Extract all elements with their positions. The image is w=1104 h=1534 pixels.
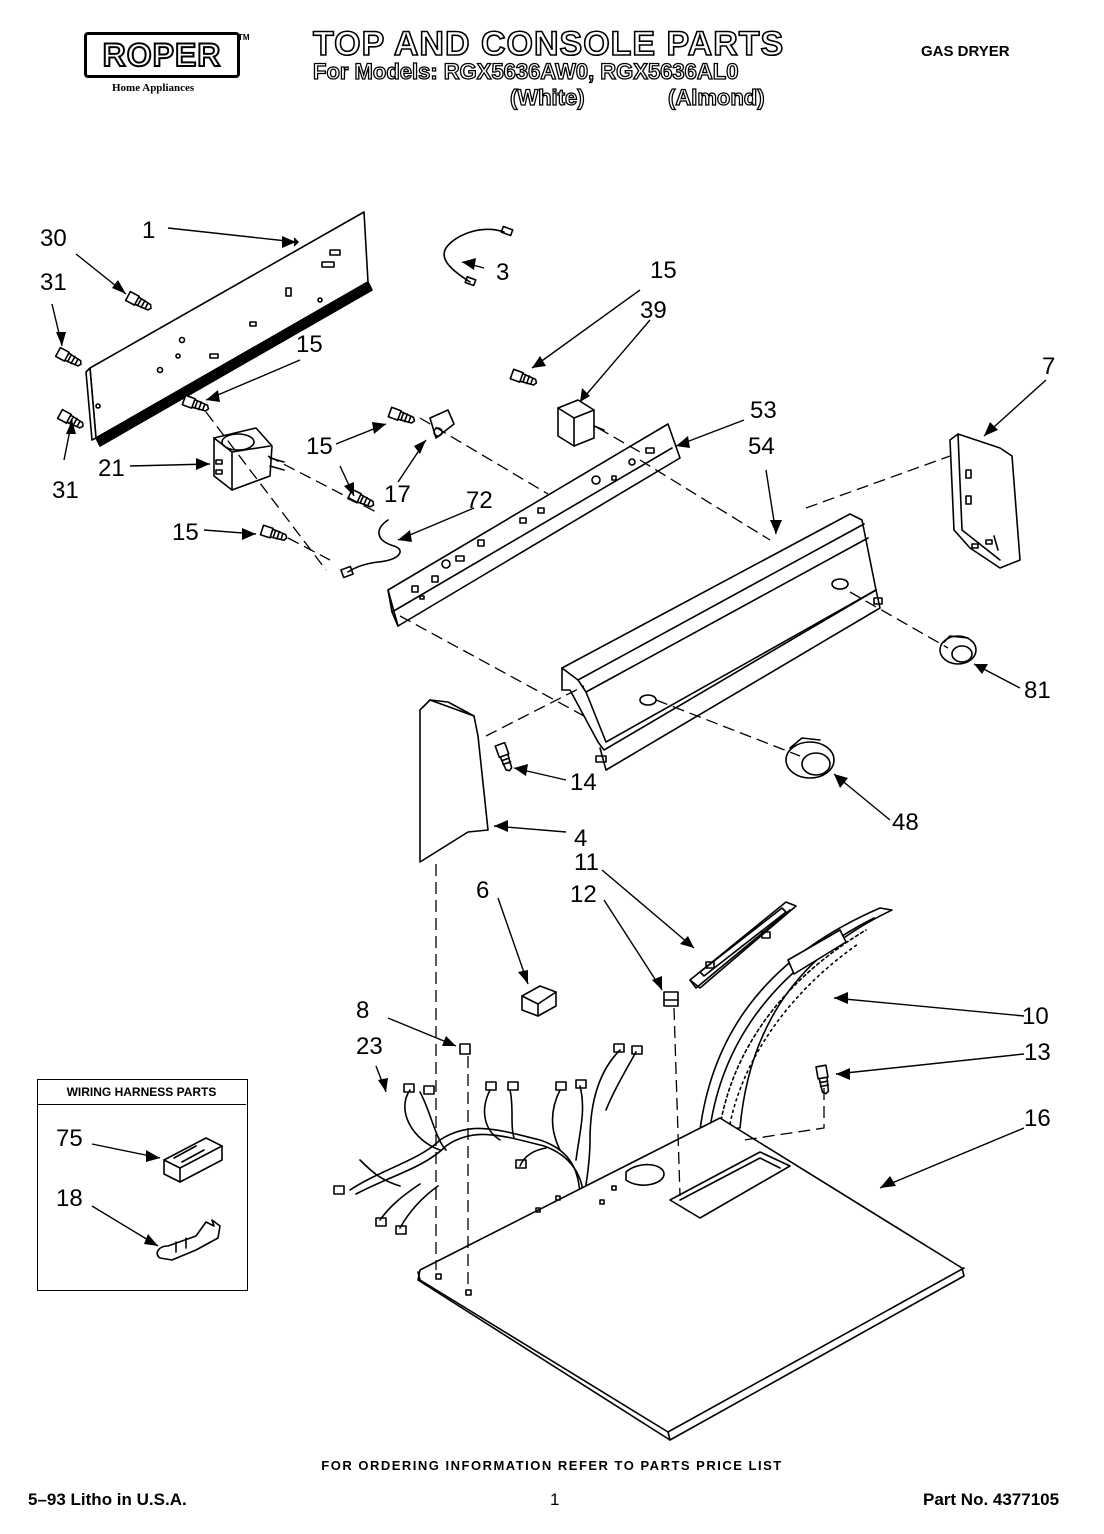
callout-53: 53 <box>750 397 777 424</box>
callout-31: 31 <box>40 269 67 296</box>
callout-54: 54 <box>748 433 775 460</box>
knob-part-48 <box>785 737 835 779</box>
callout-4: 4 <box>574 825 587 852</box>
callout-3: 3 <box>496 259 509 286</box>
callout-18: 18 <box>56 1185 83 1212</box>
roper-logo: ROPER <box>84 32 240 78</box>
part-number: Part No. 4377105 <box>923 1490 1060 1509</box>
page-number: 1 <box>550 1490 560 1509</box>
callout-21: 21 <box>98 455 125 482</box>
screws <box>54 290 830 1095</box>
wiring-harness-box <box>37 1079 248 1291</box>
control-panel-part-1 <box>85 211 373 447</box>
product-type: GAS DRYER <box>921 43 1010 60</box>
callout-15: 15 <box>650 257 677 284</box>
end-cap-part-7 <box>949 433 1021 569</box>
lint-duct-part-10 <box>699 907 893 1131</box>
litho-note: 5–93 Litho in U.S.A. <box>28 1490 187 1509</box>
knob-part-81 <box>939 635 977 665</box>
arrow-heads <box>56 236 998 1246</box>
ordering-note: FOR ORDERING INFORMATION REFER TO PARTS … <box>321 1458 783 1473</box>
callout-23: 23 <box>356 1033 383 1060</box>
logo-text: ROPER <box>102 36 222 74</box>
callout-75: 75 <box>56 1125 83 1152</box>
connector-part-75 <box>163 1137 223 1183</box>
callout-15: 15 <box>296 331 323 358</box>
switch-part-39 <box>557 399 605 447</box>
callout-13: 13 <box>1024 1039 1051 1066</box>
callout-30: 30 <box>40 225 67 252</box>
models-line: For Models: RGX5636AW0, RGX5636AL0 <box>312 59 739 84</box>
callout-12: 12 <box>570 881 597 908</box>
lint-housing-part-11 <box>689 901 797 989</box>
callout-31: 31 <box>52 477 79 504</box>
end-cap-part-4 <box>419 699 489 863</box>
wiring-harness-title: WIRING HARNESS PARTS <box>37 1079 246 1105</box>
callout-72: 72 <box>466 487 493 514</box>
door-switch-part-6 <box>521 985 557 1017</box>
bracket-part-17 <box>429 409 455 439</box>
color-white: (White) <box>509 85 585 110</box>
callout-6: 6 <box>476 877 489 904</box>
color-almond: (Almond) <box>667 85 765 110</box>
callout-39: 39 <box>640 297 667 324</box>
callout-1: 1 <box>142 217 155 244</box>
logo-trademark: TM <box>238 33 250 42</box>
console-bracket-part-53 <box>387 423 681 627</box>
callout-7: 7 <box>1042 353 1055 380</box>
callout-14: 14 <box>570 769 597 796</box>
clip-part-12 <box>663 991 679 1007</box>
callout-16: 16 <box>1024 1105 1051 1132</box>
logo-subtitle: Home Appliances <box>112 82 195 94</box>
callout-48: 48 <box>892 809 919 836</box>
terminal-part-18 <box>156 1219 221 1261</box>
page-title: TOP AND CONSOLE PARTS <box>312 25 785 63</box>
callout-15: 15 <box>306 433 333 460</box>
callout-11: 11 <box>574 849 599 876</box>
wiring-harness-part-23 <box>333 1043 643 1235</box>
harness-part-72 <box>347 519 401 573</box>
switch-part-21 <box>213 427 285 491</box>
wire-part-3 <box>443 228 505 283</box>
console-part-54 <box>561 513 883 771</box>
callout-10: 10 <box>1022 1003 1049 1030</box>
top-panel-part-16 <box>417 1117 965 1441</box>
clip-part-8 <box>459 1043 471 1055</box>
callout-15: 15 <box>172 519 199 546</box>
callout-81: 81 <box>1024 677 1051 704</box>
callout-17: 17 <box>384 481 411 508</box>
callout-8: 8 <box>356 997 369 1024</box>
